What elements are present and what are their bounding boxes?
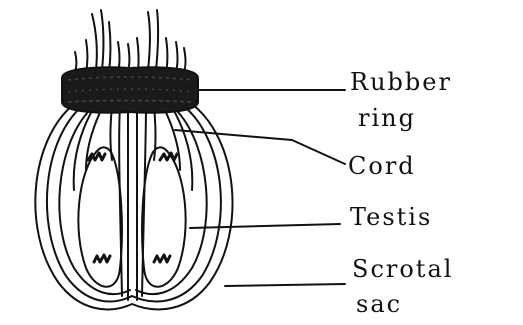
left-testis bbox=[78, 147, 122, 286]
scrotal-sac bbox=[35, 104, 232, 309]
leader-testis bbox=[190, 224, 340, 228]
rubber-ring bbox=[62, 67, 198, 112]
cord-strands bbox=[75, 10, 186, 72]
internal-cords bbox=[74, 104, 193, 296]
leader-scrotal-sac bbox=[225, 284, 345, 286]
leader-lines bbox=[175, 90, 345, 286]
